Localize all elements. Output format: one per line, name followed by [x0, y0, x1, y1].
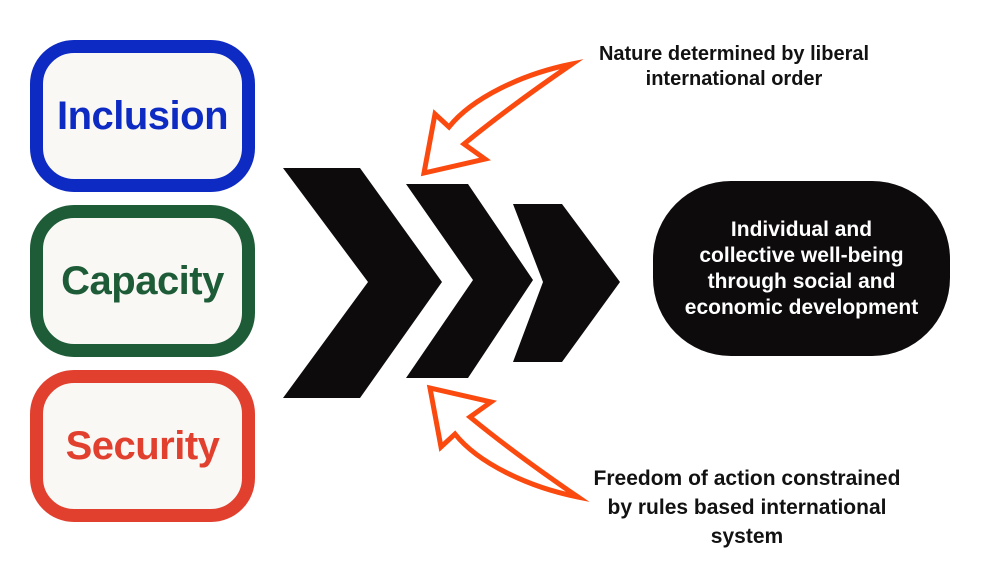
input-box-security: Security: [30, 370, 255, 522]
chevron-right-icon-3: [513, 204, 620, 362]
input-box-capacity: Capacity: [30, 205, 255, 357]
annotation-bottom: Freedom of action constrained by rules b…: [586, 464, 908, 551]
annotation-line: Nature determined by liberal: [598, 43, 870, 65]
input-label-security: Security: [65, 424, 220, 468]
outcome-text-line: through social and: [707, 269, 896, 293]
input-label-capacity: Capacity: [61, 259, 224, 303]
annotation-line: Freedom of action constrained: [593, 467, 901, 490]
input-box-inclusion: Inclusion: [30, 40, 255, 192]
annotation-line: international order: [645, 68, 823, 90]
outcome-text-line: economic development: [684, 295, 919, 319]
outcome-text-line: collective well-being: [699, 243, 904, 267]
annotation-line: by rules based international: [607, 496, 887, 519]
input-label-inclusion: Inclusion: [56, 94, 229, 138]
curved-arrow-down-left-icon: [420, 59, 584, 177]
outcome-text-line: Individual and: [730, 217, 873, 241]
curved-arrow-up-left-icon: [426, 384, 590, 502]
chevron-right-icon-2: [406, 184, 533, 378]
outcome-box: Individual and collective well-being thr…: [653, 181, 950, 356]
annotation-line: system: [710, 525, 784, 548]
chevron-right-icon-1: [283, 168, 442, 398]
annotation-top: Nature determined by liberal internation…: [573, 42, 895, 92]
